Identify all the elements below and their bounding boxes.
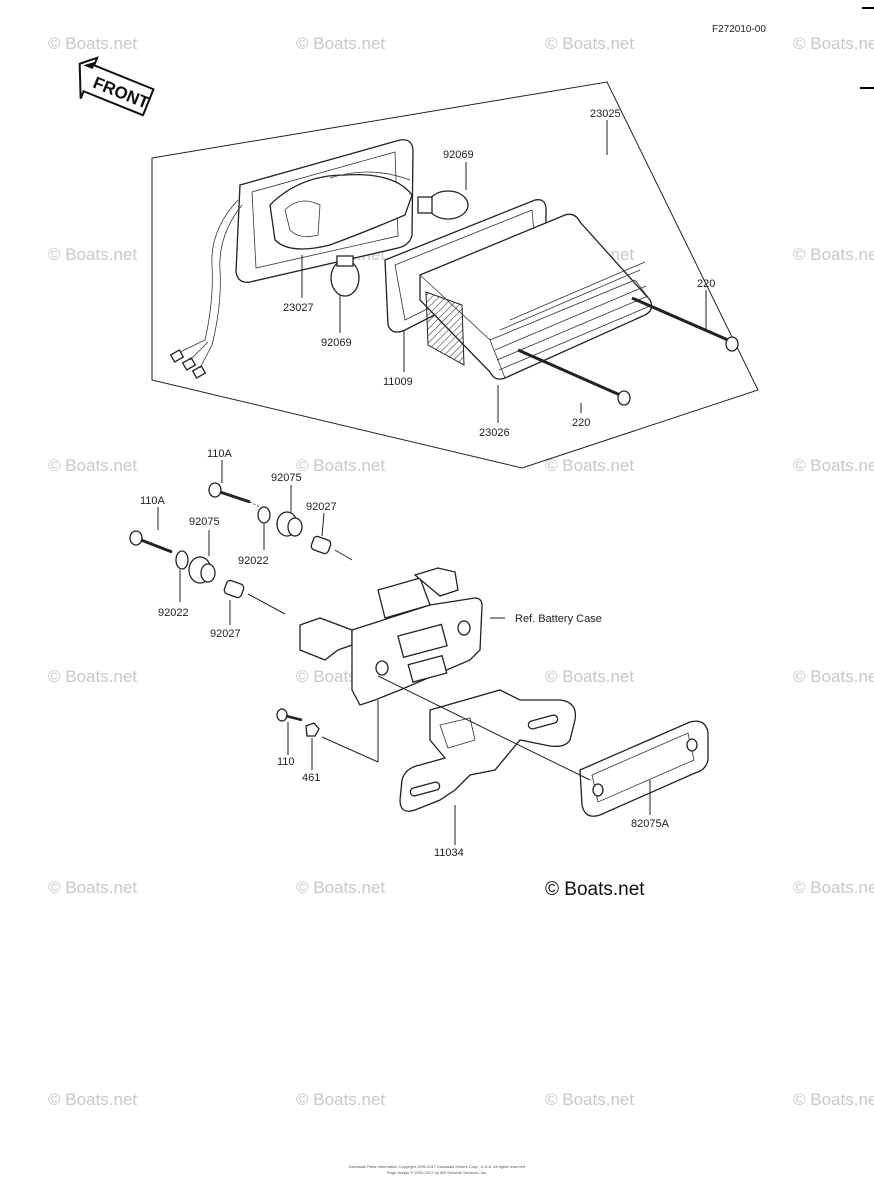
tail-lamp-assembly bbox=[151, 81, 759, 469]
callout-110: 110 bbox=[277, 756, 295, 768]
footer-design: Page design © 2004-2017 by ARI Network S… bbox=[387, 1170, 487, 1175]
watermark: © Boats.net bbox=[296, 34, 385, 53]
lamp-lens bbox=[419, 213, 653, 380]
watermark: © Boats.net bbox=[48, 245, 137, 264]
callout-23025: 23025 bbox=[590, 108, 621, 120]
bolt-110a-lower bbox=[129, 530, 173, 554]
washer-92022-upper bbox=[257, 506, 271, 524]
bolt-110a-upper bbox=[208, 482, 263, 509]
license-lamp bbox=[579, 720, 709, 817]
screw-leader bbox=[321, 736, 379, 763]
watermark: © Boats.net bbox=[296, 878, 385, 897]
wire-harness bbox=[204, 199, 239, 341]
callout-11034: 11034 bbox=[434, 847, 464, 859]
callout-92027: 92027 bbox=[210, 628, 241, 640]
license-bracket bbox=[399, 689, 577, 812]
assembly-outline bbox=[151, 81, 759, 469]
watermark: © Boats.net bbox=[793, 878, 874, 897]
battery-case-bracket bbox=[299, 567, 505, 706]
callout-110a: 110A bbox=[140, 495, 166, 507]
washer-92022-lower bbox=[175, 550, 189, 570]
watermark: © Boats.net bbox=[793, 1090, 874, 1109]
watermark: © Boats.net bbox=[793, 667, 874, 686]
callout-110a: 110A bbox=[207, 448, 233, 460]
callout-23027: 23027 bbox=[283, 302, 314, 314]
callout-92022: 92022 bbox=[238, 555, 269, 567]
watermark: © Boats.net bbox=[48, 878, 137, 897]
callout-92075: 92075 bbox=[271, 472, 302, 484]
screw-110 bbox=[276, 708, 303, 722]
callout-461: 461 bbox=[302, 772, 320, 784]
callout-labels: 23025 92069 92069 23027 11009 23026 220 … bbox=[140, 108, 715, 859]
collar-92027-upper bbox=[310, 535, 353, 561]
callout-220: 220 bbox=[572, 417, 590, 429]
bulb-upper bbox=[417, 190, 469, 220]
grommet-92075-upper bbox=[276, 511, 303, 537]
watermark: © Boats.net bbox=[545, 1090, 634, 1109]
mounting-hardware bbox=[129, 482, 709, 817]
watermark: © Boats.net bbox=[793, 456, 874, 475]
watermark: © Boats.net bbox=[545, 34, 634, 53]
callout-92069: 92069 bbox=[321, 337, 352, 349]
watermark-main: © Boats.net bbox=[545, 879, 645, 900]
callout-11009: 11009 bbox=[383, 376, 413, 388]
callout-92069: 92069 bbox=[443, 149, 474, 161]
front-arrow: FRONT bbox=[78, 56, 155, 117]
footer-copyright: Kawasaki Parts Information Copyright 199… bbox=[349, 1164, 525, 1169]
callout-92022: 92022 bbox=[158, 607, 189, 619]
page-code: F272010-00 bbox=[712, 24, 766, 35]
watermark: © Boats.net bbox=[793, 34, 874, 53]
watermark: © Boats.net bbox=[545, 667, 634, 686]
collar-92027-lower bbox=[223, 579, 286, 615]
watermark: © Boats.net bbox=[48, 667, 137, 686]
leader-lines-lower bbox=[157, 460, 651, 845]
watermark: © Boats.net bbox=[793, 245, 874, 264]
bolt-220-upper bbox=[631, 296, 739, 352]
ref-note: Ref. Battery Case bbox=[515, 613, 602, 625]
callout-23026: 23026 bbox=[479, 427, 510, 439]
watermark: © Boats.net bbox=[48, 456, 137, 475]
callout-82075a: 82075A bbox=[631, 818, 670, 830]
watermark: © Boats.net bbox=[48, 1090, 137, 1109]
watermark: © Boats.net bbox=[48, 34, 137, 53]
watermark: © Boats.net bbox=[296, 456, 385, 475]
lamp-housing bbox=[169, 139, 469, 379]
nut-461 bbox=[305, 722, 320, 737]
watermark: © Boats.net bbox=[545, 456, 634, 475]
callout-92027: 92027 bbox=[306, 501, 337, 513]
grommet-92075-lower bbox=[188, 556, 216, 584]
license-lamp-leader bbox=[377, 675, 591, 781]
watermark: © Boats.net bbox=[296, 1090, 385, 1109]
bolt-220-lower bbox=[517, 348, 631, 406]
leader-lines-top bbox=[301, 120, 707, 423]
connectors bbox=[169, 339, 213, 379]
callout-92075: 92075 bbox=[189, 516, 220, 528]
callout-220: 220 bbox=[697, 278, 715, 290]
bulb-lower bbox=[330, 255, 360, 297]
